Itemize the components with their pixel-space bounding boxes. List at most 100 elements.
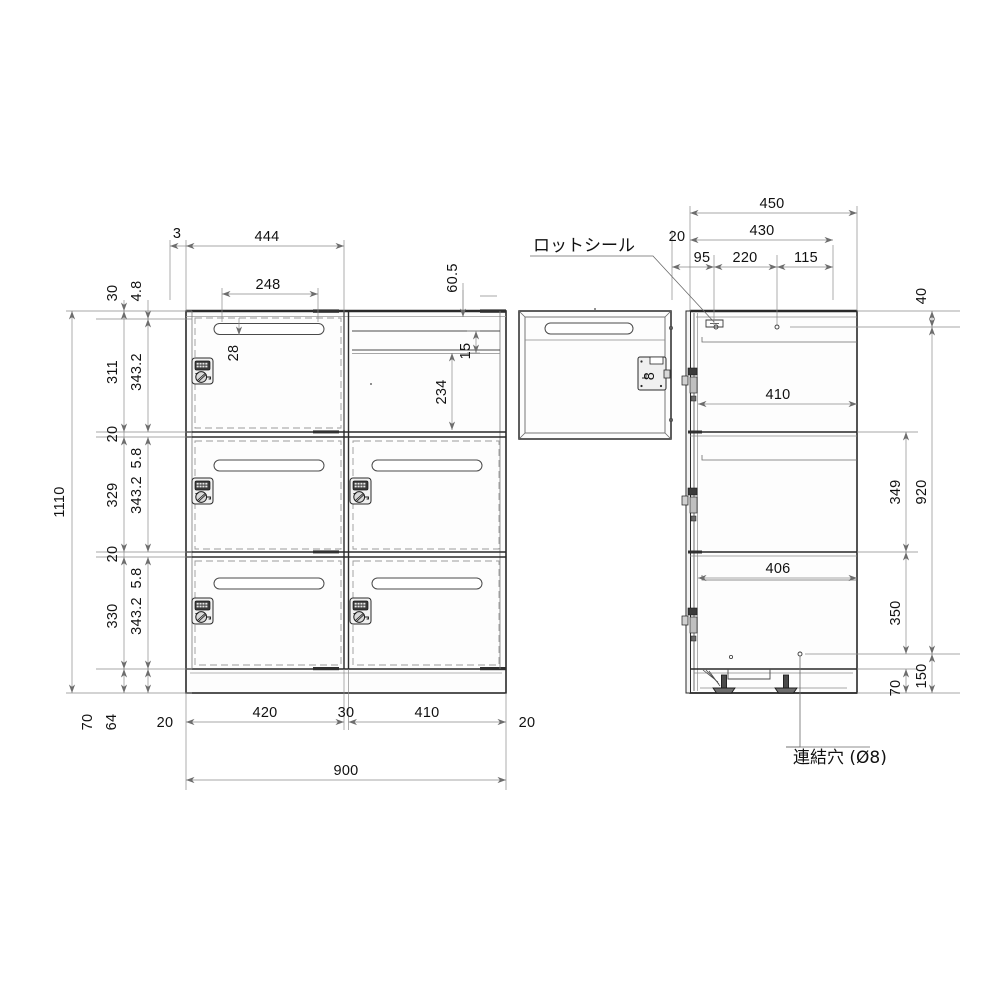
dim-234: 234 xyxy=(434,379,450,404)
dim-920: 920 xyxy=(914,479,930,504)
dim-900: 900 xyxy=(333,763,358,779)
dim-5p8-b: 5.8 xyxy=(129,567,145,588)
shelf-dot xyxy=(370,383,372,385)
side-shelf-edge-1 xyxy=(688,430,702,434)
dim-450: 450 xyxy=(759,196,784,212)
dim-410-front: 410 xyxy=(414,705,439,721)
dim-20-a: 20 xyxy=(105,426,121,443)
compartment-r2c2[interactable] xyxy=(349,440,500,550)
door-detail-pin-top xyxy=(669,325,674,330)
dim-40: 40 xyxy=(914,288,930,305)
compartment-r3c1[interactable] xyxy=(191,560,342,666)
door-handle-r2c2[interactable] xyxy=(371,459,483,472)
dim-248: 248 xyxy=(255,277,280,293)
dim-220: 220 xyxy=(732,250,757,266)
lock-icon-r3c1[interactable] xyxy=(191,597,214,625)
dim-343p2-a: 343.2 xyxy=(129,353,145,391)
door-handle-r2c1[interactable] xyxy=(213,459,325,472)
front-top-dimensions xyxy=(169,240,345,430)
door-detail-bevels xyxy=(518,310,672,440)
dim-430: 430 xyxy=(749,223,774,239)
side-section-view xyxy=(681,309,858,694)
dim-115: 115 xyxy=(794,250,818,266)
front-elevation-view xyxy=(185,309,507,694)
side-shelf-edge-2 xyxy=(688,550,702,554)
dim-64: 64 xyxy=(104,714,120,731)
door-handle-r1c1[interactable] xyxy=(213,323,325,335)
dim-5p8-a: 5.8 xyxy=(129,447,145,468)
front-carcass-outline xyxy=(185,310,507,694)
lot-seal-leader xyxy=(530,255,715,323)
compartment-r3c2[interactable] xyxy=(349,560,500,666)
compartment-r2c1[interactable] xyxy=(191,440,342,550)
door-handle-r3c1[interactable] xyxy=(213,577,325,590)
front-left-dimensions xyxy=(66,300,192,694)
dim-60p5: 60.5 xyxy=(445,263,461,292)
dim-20-b: 20 xyxy=(105,546,121,563)
side-bracket-2 xyxy=(701,455,857,461)
lock-icon-r2c1[interactable] xyxy=(191,477,214,505)
lock-icon-r3c2[interactable] xyxy=(349,597,372,625)
dim-1110: 1110 xyxy=(52,486,68,517)
door-detail-handle[interactable] xyxy=(544,322,634,335)
dim-95: 95 xyxy=(694,250,711,266)
door-panel-r3c1 xyxy=(194,560,342,666)
shelf-edge-accent-1 xyxy=(313,430,339,434)
dim-70-front: 70 xyxy=(80,714,96,731)
side-inner-dimensions xyxy=(698,400,857,582)
dim-330: 330 xyxy=(105,603,121,628)
dim-349: 349 xyxy=(888,479,904,504)
door-detail-view: 8 xyxy=(518,308,674,440)
dim-410-side: 410 xyxy=(765,387,790,403)
link-hole-bottom-front xyxy=(729,655,734,660)
side-lock-r3 xyxy=(681,607,698,642)
dim-30: 30 xyxy=(105,285,121,302)
door-detail-pin-bottom xyxy=(669,417,674,422)
side-bracket-1 xyxy=(701,337,857,343)
annotation-leaders xyxy=(530,255,870,748)
door-handle-r3c2[interactable] xyxy=(371,577,483,590)
dim-406: 406 xyxy=(765,561,790,577)
lock-icon-r2c2[interactable] xyxy=(349,477,372,505)
side-carcass-outline xyxy=(689,310,858,694)
door-panel-r3c2 xyxy=(352,560,500,666)
base-edge-accent-right xyxy=(480,667,506,671)
dim-30: 30 xyxy=(338,705,355,721)
dim-343p2-b: 343.2 xyxy=(129,476,145,514)
label-lot-seal: ロットシール xyxy=(533,236,635,256)
side-hatch-lines xyxy=(702,669,721,687)
front-right-dimensions xyxy=(448,283,497,430)
dim-20-side: 20 xyxy=(669,229,686,245)
dim-4p8: 4.8 xyxy=(129,280,145,301)
base-edge-accent-left xyxy=(313,667,339,671)
top-edge-accent-right xyxy=(480,309,506,313)
dim-343p2-c: 343.2 xyxy=(129,597,145,635)
dim-28: 28 xyxy=(226,345,242,362)
dim-20-left: 20 xyxy=(157,715,174,731)
dim-3: 3 xyxy=(173,226,181,242)
side-lock-r2 xyxy=(681,487,698,522)
svg-text:8: 8 xyxy=(642,372,658,380)
shelf-edge-accent-2 xyxy=(313,550,339,554)
lock-icon-r1c1[interactable] xyxy=(191,357,214,385)
lot-seal-tag xyxy=(705,319,724,328)
dim-311: 311 xyxy=(105,360,121,384)
door-detail-dot xyxy=(594,308,596,310)
dim-20-right: 20 xyxy=(519,715,536,731)
side-plinth-notch xyxy=(727,669,771,680)
label-link-hole: 連結穴 (Ø8) xyxy=(793,748,887,768)
door-detail-lock[interactable]: 8 xyxy=(637,356,671,391)
dim-444: 444 xyxy=(254,229,279,245)
side-lock-r1 xyxy=(681,367,698,402)
dim-15: 15 xyxy=(458,343,474,360)
top-edge-accent-left xyxy=(313,309,339,313)
dim-150: 150 xyxy=(914,663,930,688)
front-bottom-dimensions xyxy=(185,669,507,790)
dim-350: 350 xyxy=(888,600,904,625)
side-hardware-group xyxy=(681,367,698,642)
side-top-dimensions xyxy=(671,206,858,325)
dim-420: 420 xyxy=(252,705,277,721)
dim-70-side: 70 xyxy=(888,680,904,697)
